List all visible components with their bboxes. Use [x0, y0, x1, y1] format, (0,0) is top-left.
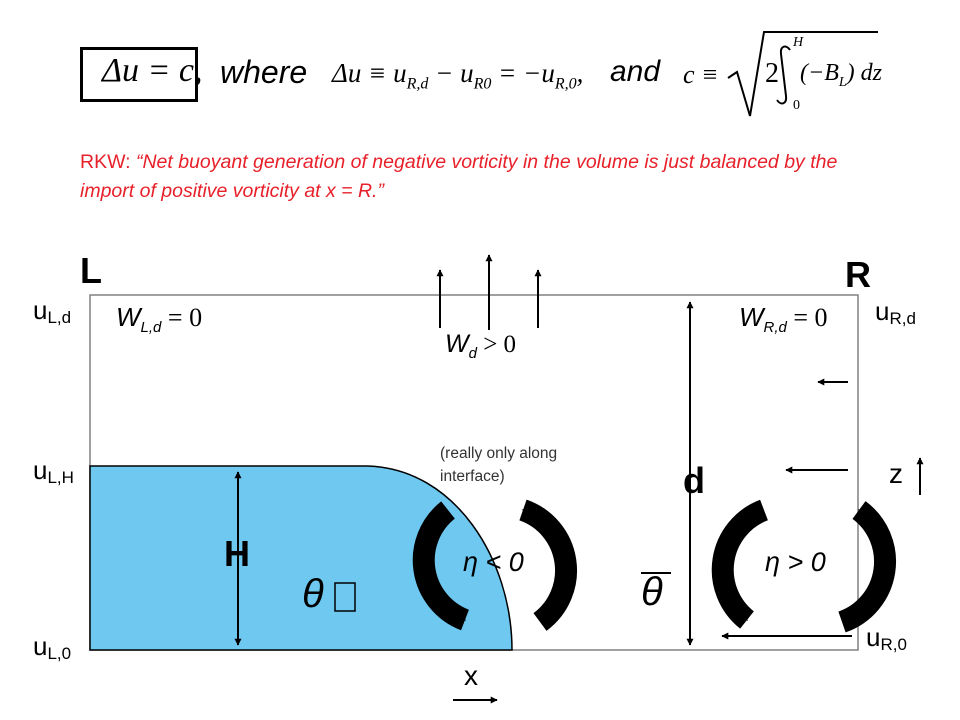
- eta-right-label: η > 0: [765, 547, 826, 577]
- u-L-d-sub: L,d: [47, 308, 72, 327]
- rkw-quote-text: “Net buoyant generation of negative vort…: [80, 151, 838, 202]
- w-d-sub: d: [468, 345, 477, 362]
- sqrt-two: 2: [765, 58, 779, 89]
- x-axis-label: x: [464, 660, 478, 691]
- theta-cold-box: [334, 582, 356, 612]
- integral-sign: [776, 45, 791, 105]
- cold-pool: [89, 465, 513, 651]
- w-d-text: W: [445, 330, 469, 358]
- circulation-left-arc-b: [518, 499, 578, 631]
- w-L-d-value: = 0: [161, 303, 203, 332]
- delta-sub-rd: R,d: [406, 75, 429, 93]
- w-L-d-sub: L,d: [140, 319, 162, 337]
- w-d-label: Wd > 0: [445, 330, 516, 362]
- delta-comma: ,: [576, 58, 584, 88]
- u-R-0-sub: R,0: [880, 635, 907, 654]
- w-R-d-value: = 0: [786, 303, 828, 332]
- w-L-d-text: W: [116, 302, 141, 332]
- delta-u-definition: Δu ≡ uR,d − uR0 = −uR,0,: [332, 58, 583, 93]
- delta-def-text: Δu ≡ u: [332, 58, 407, 88]
- u-L-0-label: uL,0: [33, 631, 71, 664]
- boxed-equation-text: Δu = c,: [102, 52, 203, 89]
- theta-cold-label: θ: [302, 572, 324, 616]
- delta-end-text: = −u: [491, 58, 555, 88]
- boxed-equation: [80, 47, 198, 102]
- c-definition: c ≡: [683, 60, 719, 89]
- integral-upper-limit: H: [793, 35, 804, 50]
- circulation-right-arc-b: [837, 501, 897, 633]
- sqrt-sign: [727, 31, 878, 117]
- u-L-d-label: uL,d: [33, 295, 71, 328]
- right-label: R: [845, 254, 871, 295]
- and-word: and: [610, 55, 661, 88]
- u-R-0-text: u: [866, 622, 881, 652]
- left-label: L: [80, 250, 102, 291]
- eta-left-label: η < 0: [463, 547, 524, 577]
- u-R-d-sub: R,d: [889, 309, 916, 328]
- u-L-0-sub: L,0: [47, 644, 72, 663]
- circulation-left-arc-a: [412, 501, 470, 631]
- u-L-H-sub: L,H: [47, 468, 74, 487]
- integrand-end: ) dz: [846, 60, 882, 86]
- integrand-text: (−B: [800, 60, 839, 86]
- u-R-d-text: u: [875, 296, 890, 326]
- w-R-d-sub: R,d: [763, 319, 787, 337]
- depth-label: d: [683, 460, 705, 501]
- rkw-prefix: RKW:: [80, 151, 136, 173]
- w-R-d-label: WR,d = 0: [739, 302, 828, 336]
- u-L-d-text: u: [33, 295, 48, 325]
- integrand: (−BL) dz: [800, 60, 882, 91]
- delta-sub-r0b: R,0: [554, 75, 577, 93]
- z-axis-label: z: [889, 458, 903, 489]
- rkw-quote: RKW: “Net buoyant generation of negative…: [80, 148, 880, 206]
- integral-lower-limit: 0: [793, 98, 800, 113]
- w-L-d-label: WL,d = 0: [116, 302, 202, 336]
- u-R-d-label: uR,d: [875, 296, 916, 329]
- where-word: where: [220, 54, 308, 90]
- delta-sub-r0: R0: [473, 75, 492, 93]
- cold-depth-label: H: [224, 533, 250, 574]
- integrand-sub: L: [838, 74, 847, 90]
- u-L-H-label: uL,H: [33, 455, 74, 488]
- interface-note: (really only along interface): [440, 445, 558, 485]
- circulation-right-arc-a: [711, 499, 769, 629]
- w-d-value: > 0: [476, 331, 517, 358]
- w-R-d-text: W: [739, 302, 764, 332]
- u-L-0-text: u: [33, 631, 48, 661]
- u-L-H-text: u: [33, 455, 48, 485]
- delta-mid-text: − u: [428, 58, 474, 88]
- theta-env-label: θ: [641, 570, 663, 614]
- u-R-0-label: uR,0: [866, 622, 907, 655]
